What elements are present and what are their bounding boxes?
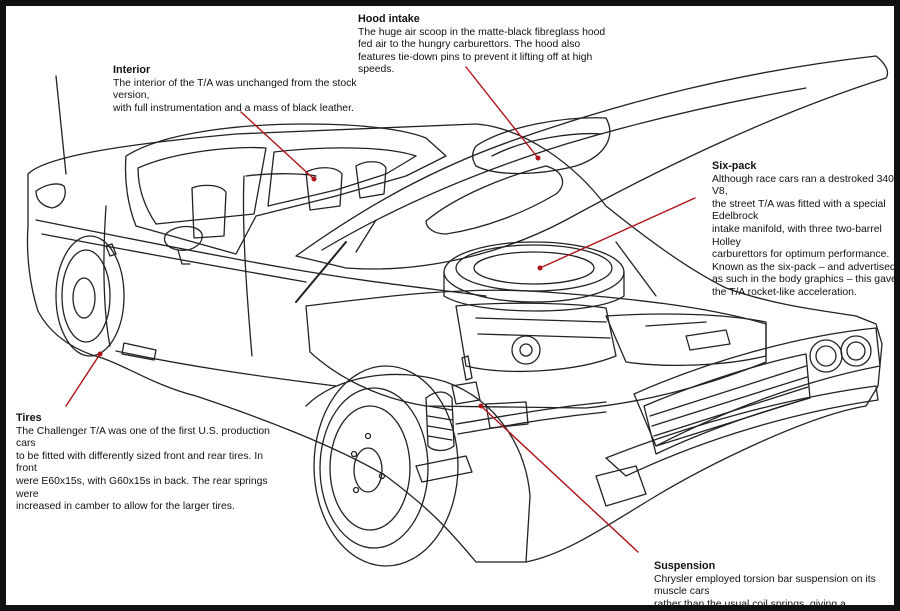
interior-title: Interior bbox=[113, 64, 151, 76]
hood-intake-text: The huge air scoop in the matte-black fi… bbox=[358, 26, 606, 76]
hood-intake-callout: Hood intake The huge air scoop in the ma… bbox=[358, 13, 618, 77]
front-end bbox=[305, 327, 881, 563]
six-pack-text: Although race cars ran a destroked 340 V… bbox=[712, 173, 897, 298]
hood-leader bbox=[465, 66, 539, 159]
interior-text: The interior of the T/A was unchanged fr… bbox=[113, 77, 357, 114]
rear-wheel bbox=[55, 235, 125, 357]
tires-title: Tires bbox=[16, 412, 42, 424]
interior-callout: Interior The interior of the T/A was unc… bbox=[113, 64, 363, 115]
hood-raised bbox=[295, 55, 889, 303]
engine-bay bbox=[305, 241, 767, 409]
suspension-text: Chrysler employed torsion bar suspension… bbox=[654, 573, 876, 610]
tires-text: The Challenger T/A was one of the first … bbox=[16, 425, 270, 513]
car-illustration bbox=[26, 55, 889, 567]
car-body bbox=[26, 123, 883, 563]
six-pack-callout: Six-pack Although race cars ran a destro… bbox=[712, 160, 897, 300]
cabin bbox=[124, 123, 447, 255]
suspension-assembly bbox=[415, 355, 607, 483]
leader-lines bbox=[65, 66, 696, 553]
front-wheel bbox=[313, 365, 459, 567]
six-pack-title: Six-pack bbox=[712, 160, 757, 172]
suspension-title: Suspension bbox=[654, 560, 716, 572]
suspension-callout: Suspension Chrysler employed torsion bar… bbox=[654, 560, 894, 610]
suspension-leader bbox=[480, 405, 639, 553]
tires-callout: Tires The Challenger T/A was one of the … bbox=[16, 412, 286, 514]
sixpack-leader bbox=[539, 197, 696, 269]
tires-leader bbox=[65, 353, 101, 407]
interior-leader bbox=[240, 111, 315, 180]
hood-intake-title: Hood intake bbox=[358, 13, 420, 25]
